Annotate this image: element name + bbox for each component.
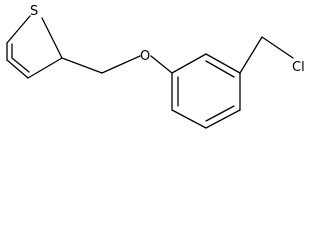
bond-ar5-ar6-inner — [205, 60, 235, 78]
bond-o-aryl — [150, 55, 173, 74]
bond-ar3-ar4-inner — [205, 105, 235, 122]
bond-ar3-ar4 — [205, 109, 241, 129]
bond-ar6-ar1 — [171, 53, 207, 74]
sulfur-atom-label: S — [30, 4, 38, 19]
bond-c2-s — [41, 17, 63, 59]
bond-ch2-cl — [261, 36, 294, 59]
thiophene-ring — [6, 15, 63, 79]
bond-c4-c5-double — [11, 57, 30, 73]
bond-ch2-o — [101, 55, 141, 74]
structure-diagram: S O Cl — [6, 4, 305, 129]
bond-s-c3 — [6, 15, 31, 44]
bond-c4-c5 — [6, 59, 29, 79]
bond-aryl-ch2 — [239, 36, 263, 74]
bond-ar5-ar6 — [205, 53, 241, 74]
bond-ar2-ar3 — [171, 109, 207, 129]
bond-c2-ch2 — [61, 57, 103, 74]
bond-c5-c2 — [27, 57, 63, 79]
oxygen-atom-label: O — [140, 49, 150, 64]
benzene-ring — [171, 53, 241, 129]
chlorine-atom-label: Cl — [292, 60, 305, 75]
